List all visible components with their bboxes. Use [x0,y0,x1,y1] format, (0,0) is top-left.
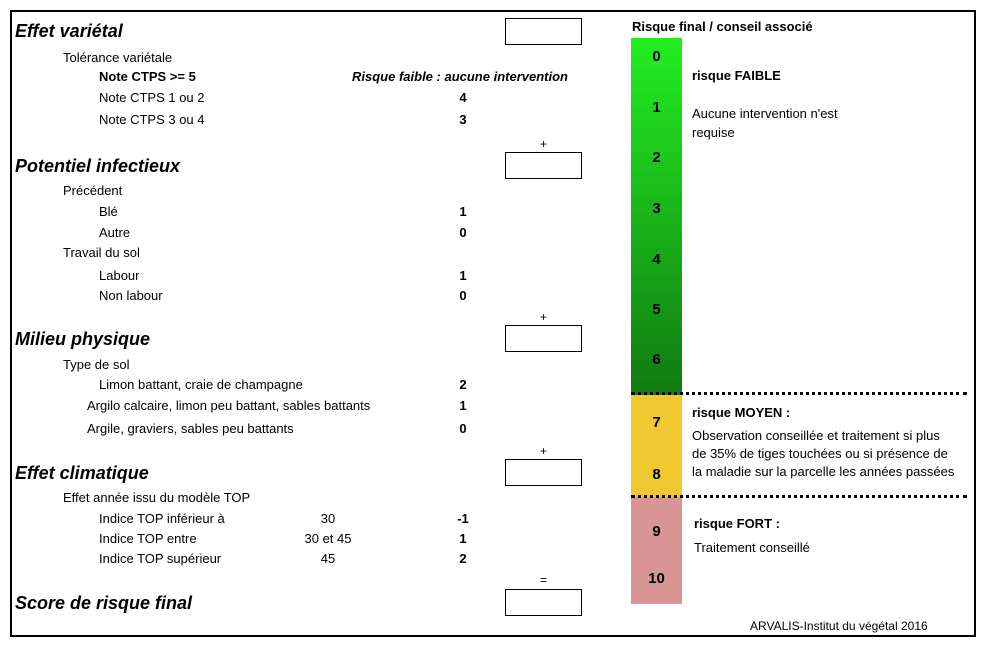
score-box-varietal[interactable] [505,18,582,45]
score-box-climatic[interactable] [505,459,582,486]
row-value-soil-3: 0 [459,421,467,436]
low-risk-text-line1: Aucune intervention n'est [692,106,838,121]
row-note-low-risk: Risque faible : aucune intervention [352,69,568,84]
medium-risk-title: risque MOYEN : [692,405,791,420]
row-label-top-low: Indice TOP inférieur à [99,511,225,526]
risk-level-3: 3 [652,200,661,217]
risk-level-7: 7 [652,414,661,431]
row-threshold-top-mid: 30 et 45 [304,531,352,546]
row-label-ble: Blé [99,204,118,219]
medium-risk-text-line1: Observation conseillée et traitement si … [692,428,940,443]
row-value-top-mid: 1 [459,531,467,546]
subheading-tillage: Travail du sol [63,245,140,260]
equals-sign: = [539,573,547,587]
risk-level-4: 4 [652,251,661,268]
row-label-autre: Autre [99,225,131,240]
row-value-soil-2: 1 [459,398,467,413]
table-frame [10,10,976,637]
divider-low-medium [631,392,967,395]
score-box-infectious[interactable] [505,152,582,179]
row-label-soil-3: Argile, graviers, sables peu battants [87,421,294,436]
section-title-physical: Milieu physique [15,329,151,349]
section-title-infectious: Potentiel infectieux [15,156,181,176]
row-threshold-top-low: 30 [320,511,336,526]
risk-level-1: 1 [652,99,661,116]
section-title-climatic: Effet climatique [15,463,149,483]
row-label-labour: Labour [99,268,140,283]
plus-sign-2: + [539,310,547,324]
row-value-ctps-1-2: 4 [459,90,467,105]
credit-line: ARVALIS-Institut du végétal 2016 [750,619,928,633]
risk-level-8: 8 [652,466,661,483]
section-title-final-score: Score de risque final [15,593,193,613]
subheading-varietal-tolerance: Tolérance variétale [63,50,173,65]
divider-medium-high [631,495,967,498]
section-title-varietal: Effet variétal [15,21,123,41]
row-label-ctps-3-4: Note CTPS 3 ou 4 [99,112,205,127]
risk-level-10: 10 [648,570,665,587]
row-label-soil-1: Limon battant, craie de champagne [99,377,303,392]
row-label-non-labour: Non labour [99,288,163,303]
risk-level-6: 6 [652,351,661,368]
high-risk-text-line1: Traitement conseillé [694,540,810,555]
subheading-previous-crop: Précédent [63,183,123,198]
row-label-ctps-1-2: Note CTPS 1 ou 2 [99,90,205,105]
row-label-soil-2: Argilo calcaire, limon peu battant, sabl… [87,398,371,413]
row-value-top-high: 2 [459,551,467,566]
row-label-top-high: Indice TOP supérieur [99,551,222,566]
low-risk-title: risque FAIBLE [692,68,781,83]
subheading-top-model: Effet année issu du modèle TOP [63,490,251,505]
row-value-soil-1: 2 [459,377,467,392]
low-risk-text-line2: requise [692,125,735,140]
row-value-top-low: -1 [457,511,469,526]
risk-level-0: 0 [652,48,661,65]
plus-sign-1: + [539,137,547,151]
risk-band-high [631,497,682,604]
row-threshold-top-high: 45 [320,551,336,566]
medium-risk-text-line3: la maladie sur la parcelle les années pa… [692,464,955,479]
row-label-ctps-5: Note CTPS >= 5 [99,69,196,84]
score-box-final[interactable] [505,589,582,616]
plus-sign-3: + [539,444,547,458]
high-risk-title: risque FORT : [694,516,780,531]
risk-scale-header: Risque final / conseil associé [632,19,813,34]
risk-band-medium [631,395,682,497]
risk-level-9: 9 [652,523,661,540]
score-box-physical[interactable] [505,325,582,352]
row-value-ble: 1 [459,204,467,219]
risk-level-5: 5 [652,301,661,318]
row-value-autre: 0 [459,225,467,240]
subheading-soil-type: Type de sol [63,357,130,372]
risk-band-low [631,38,682,395]
row-value-ctps-3-4: 3 [459,112,467,127]
risk-level-2: 2 [652,149,661,166]
medium-risk-text-line2: de 35% de tiges touchées ou si présence … [692,446,948,461]
row-value-non-labour: 0 [459,288,467,303]
row-label-top-mid: Indice TOP entre [99,531,197,546]
row-value-labour: 1 [459,268,467,283]
